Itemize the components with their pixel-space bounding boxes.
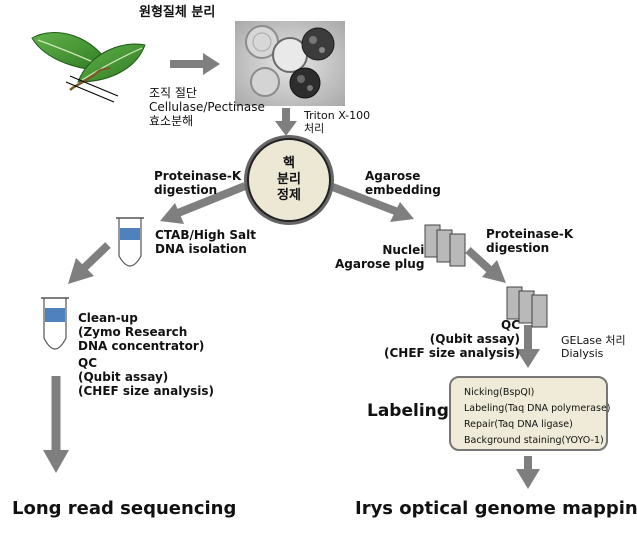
labeling-step-1: Nicking(BspQI) <box>464 387 535 398</box>
arrow-leaf-to-protoplast <box>170 53 220 75</box>
arrow-to-long-read <box>43 376 69 473</box>
gelase-label: GELase 처리 Dialysis <box>561 334 626 360</box>
labeling-steps-box: Nicking(BspQI) Labeling(Taq DNA polymera… <box>449 376 611 451</box>
arrow-protoplast-to-nucleus <box>275 108 297 136</box>
arrow-nucleus-to-plug <box>328 182 414 222</box>
labeling-step-2: Labeling(Taq DNA polymerase) <box>464 403 611 414</box>
agarose-embedding-label: Agarose embedding <box>365 169 441 197</box>
arrow-plug-to-digest <box>465 247 506 283</box>
cleanup-label: Clean-up (Zymo Research DNA concentrator… <box>78 311 205 353</box>
agarose-plug-digest-icon <box>506 286 548 328</box>
right-qc-label: QC (Qubit assay) (CHEF size analysis) <box>384 318 521 360</box>
left-digestion-label: Proteinase-K digestion <box>154 169 242 197</box>
tube-ctab-icon <box>116 217 144 267</box>
irys-title: Irys optical genome mapping <box>355 498 637 519</box>
right-digestion-label: Proteinase-K digestion <box>486 227 574 255</box>
title-protoplast: 원형질체 분리 <box>139 5 216 20</box>
labeling-step-4: Background staining(YOYO-1) <box>464 435 604 446</box>
nucleus-line-1: 핵 <box>283 155 295 171</box>
nucleus-node: 핵 분리 정제 <box>247 138 331 222</box>
nucleus-line-3: 정제 <box>277 188 301 204</box>
nucleus-line-2: 분리 <box>277 171 301 187</box>
arrow-labeling-to-irys <box>516 456 540 489</box>
tissue-cut-label: 조직 절단 Cellulase/Pectinase 효소분해 <box>149 86 265 128</box>
labeling-title: Labeling <box>367 401 449 421</box>
protoplast-micrograph <box>235 21 345 106</box>
agarose-plug-icon <box>424 224 466 267</box>
left-qc-label: QC (Qubit assay) (CHEF size analysis) <box>78 356 215 398</box>
arrow-digest-to-labeling <box>516 325 540 368</box>
arrow-nucleus-to-ctab <box>160 182 247 224</box>
long-read-title: Long read sequencing <box>12 498 237 519</box>
tube-cleanup-icon <box>41 297 69 350</box>
triton-label: Triton X-100 처리 <box>304 109 371 135</box>
labeling-step-3: Repair(Taq DNA ligase) <box>464 419 573 430</box>
nuclei-plug-label: Nuclei Agarose plug <box>335 243 425 271</box>
leaf-icon <box>31 32 146 103</box>
ctab-label: CTAB/High Salt DNA isolation <box>155 228 256 256</box>
flow-arrows <box>43 53 540 489</box>
arrow-ctab-to-cleanup <box>68 242 111 284</box>
